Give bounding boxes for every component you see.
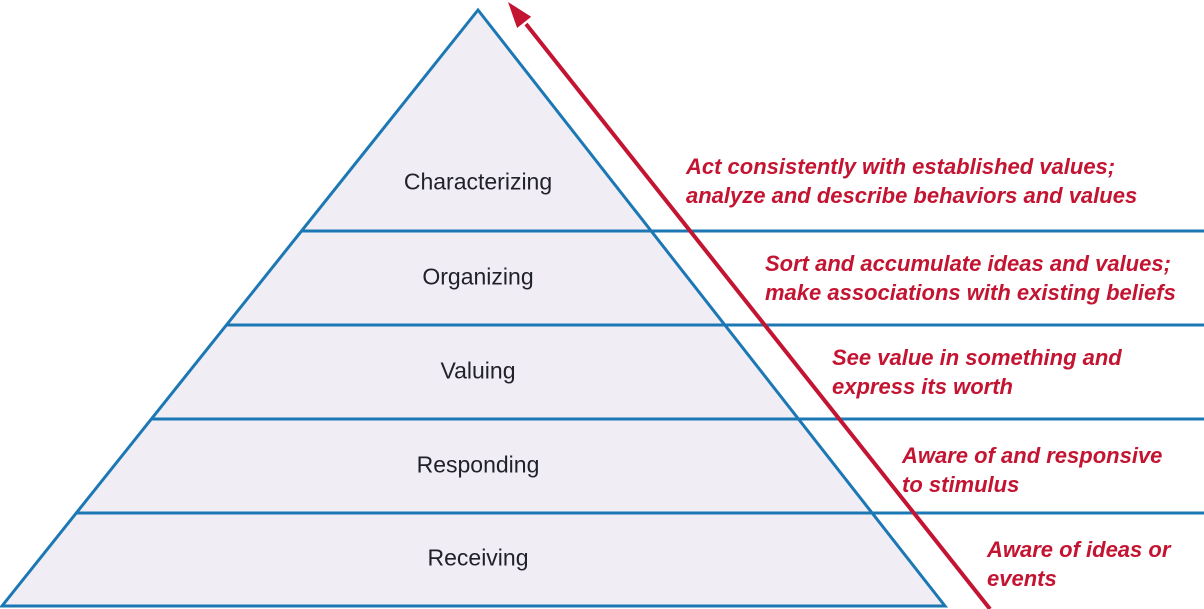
level-description-responding: Aware of and responsive to stimulus [902,441,1162,499]
level-description-organizing: Sort and accumulate ideas and values; ma… [765,249,1176,307]
progression-arrow-head-icon [508,2,532,28]
progression-arrow-line [524,22,992,609]
description-line: Sort and accumulate ideas and values; [765,251,1171,276]
pyramid-level-label-receiving: Receiving [427,544,529,571]
description-line: analyze and describe behaviors and value… [686,183,1138,208]
pyramid-level-label-valuing: Valuing [440,357,516,384]
description-line: express its worth [832,374,1013,399]
description-line: Aware of and responsive [902,443,1163,468]
pyramid-level-label-responding: Responding [416,451,540,478]
level-description-valuing: See value in something and express its w… [832,343,1122,401]
progression-arrow [508,2,992,609]
description-line: make associations with existing beliefs [765,280,1176,305]
description-line: Act consistently with established values… [686,154,1116,179]
level-description-characterizing: Act consistently with established values… [686,152,1137,210]
pyramid-level-label-characterizing: Characterizing [403,168,553,195]
description-line: to stimulus [902,472,1020,497]
description-line: Aware of ideas or [987,537,1171,562]
pyramid-level-label-organizing: Organizing [422,263,534,290]
description-line: See value in something and [832,345,1122,370]
pyramid-shape [0,7,949,608]
level-description-receiving: Aware of ideas or events [987,535,1170,593]
description-line: events [987,566,1057,591]
